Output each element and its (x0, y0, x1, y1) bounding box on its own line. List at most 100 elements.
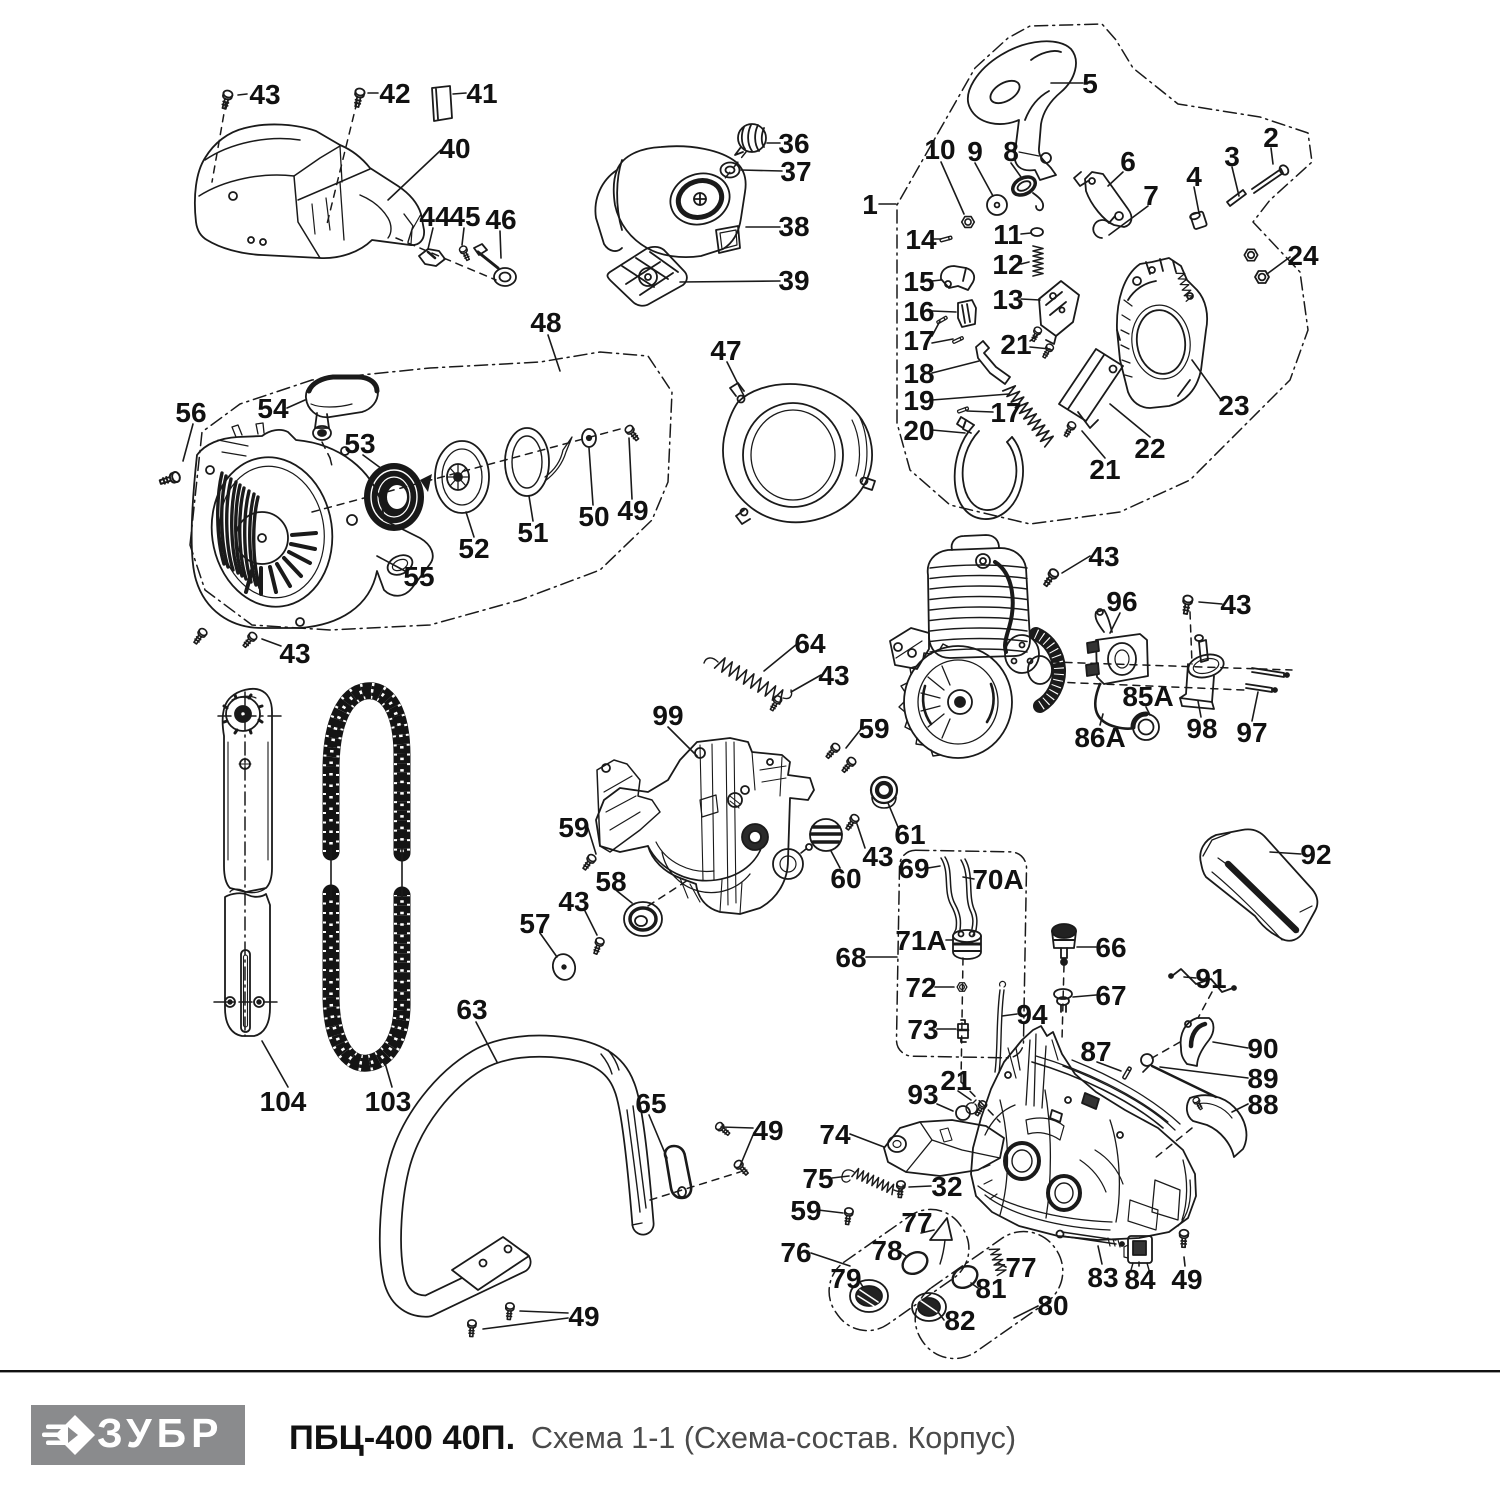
svg-text:21: 21 (940, 1065, 971, 1096)
svg-text:32: 32 (931, 1171, 962, 1202)
svg-text:44: 44 (419, 201, 451, 232)
svg-text:96: 96 (1106, 586, 1137, 617)
svg-text:67: 67 (1095, 980, 1126, 1011)
svg-text:14: 14 (905, 224, 937, 255)
svg-text:85A: 85A (1122, 681, 1173, 712)
svg-text:7: 7 (1143, 180, 1159, 211)
svg-text:69: 69 (898, 853, 929, 884)
svg-text:42: 42 (379, 78, 410, 109)
svg-text:47: 47 (710, 335, 741, 366)
svg-text:56: 56 (175, 397, 206, 428)
svg-text:81: 81 (975, 1273, 1006, 1304)
svg-text:64: 64 (794, 628, 826, 659)
svg-text:83: 83 (1087, 1262, 1118, 1293)
svg-text:80: 80 (1037, 1290, 1068, 1321)
svg-text:43: 43 (1220, 589, 1251, 620)
svg-text:1: 1 (862, 189, 878, 220)
svg-text:89: 89 (1247, 1063, 1278, 1094)
svg-text:58: 58 (595, 866, 626, 897)
svg-text:54: 54 (257, 393, 289, 424)
svg-text:13: 13 (992, 284, 1023, 315)
svg-text:43: 43 (279, 638, 310, 669)
svg-text:40: 40 (439, 133, 470, 164)
svg-text:43: 43 (1088, 541, 1119, 572)
svg-text:46: 46 (485, 204, 516, 235)
svg-text:49: 49 (617, 495, 648, 526)
svg-text:53: 53 (344, 428, 375, 459)
svg-text:88: 88 (1247, 1089, 1278, 1120)
svg-text:78: 78 (871, 1235, 902, 1266)
svg-text:8: 8 (1003, 136, 1019, 167)
svg-text:77: 77 (901, 1207, 932, 1238)
svg-text:57: 57 (519, 908, 550, 939)
svg-text:97: 97 (1236, 717, 1267, 748)
svg-text:49: 49 (1171, 1264, 1202, 1295)
svg-text:23: 23 (1218, 390, 1249, 421)
svg-text:19: 19 (903, 385, 934, 416)
svg-text:10: 10 (924, 134, 955, 165)
svg-text:59: 59 (790, 1195, 821, 1226)
svg-text:92: 92 (1300, 839, 1331, 870)
svg-text:49: 49 (752, 1115, 783, 1146)
svg-text:71A: 71A (895, 925, 946, 956)
svg-text:2: 2 (1263, 122, 1279, 153)
svg-text:82: 82 (944, 1305, 975, 1336)
svg-text:63: 63 (456, 994, 487, 1025)
svg-text:104: 104 (260, 1086, 307, 1117)
svg-text:79: 79 (830, 1263, 861, 1294)
svg-text:17: 17 (990, 397, 1021, 428)
svg-text:15: 15 (903, 266, 934, 297)
svg-text:66: 66 (1095, 932, 1126, 963)
svg-text:6: 6 (1120, 146, 1136, 177)
svg-text:51: 51 (517, 517, 548, 548)
svg-text:38: 38 (778, 211, 809, 242)
svg-text:37: 37 (780, 156, 811, 187)
svg-text:61: 61 (894, 819, 925, 850)
svg-text:ЗУБР: ЗУБР (97, 1410, 223, 1456)
svg-text:52: 52 (458, 533, 489, 564)
svg-text:65: 65 (635, 1088, 666, 1119)
svg-text:86A: 86A (1074, 722, 1125, 753)
svg-text:68: 68 (835, 942, 866, 973)
svg-text:87: 87 (1080, 1036, 1111, 1067)
svg-text:41: 41 (466, 78, 497, 109)
svg-text:75: 75 (802, 1163, 833, 1194)
svg-text:17: 17 (903, 325, 934, 356)
svg-text:98: 98 (1186, 713, 1217, 744)
svg-text:18: 18 (903, 358, 934, 389)
svg-text:21: 21 (1000, 329, 1031, 360)
svg-text:9: 9 (967, 136, 983, 167)
svg-text:Схема 1-1 (Схема-состав. Корпу: Схема 1-1 (Схема-состав. Корпус) (531, 1421, 1016, 1455)
svg-text:5: 5 (1082, 68, 1098, 99)
svg-text:77: 77 (1005, 1252, 1036, 1283)
svg-text:45: 45 (449, 201, 480, 232)
svg-text:60: 60 (830, 863, 861, 894)
svg-text:3: 3 (1224, 141, 1240, 172)
svg-text:43: 43 (558, 886, 589, 917)
svg-text:84: 84 (1124, 1264, 1156, 1295)
svg-text:20: 20 (903, 415, 934, 446)
svg-text:90: 90 (1247, 1033, 1278, 1064)
svg-text:103: 103 (365, 1086, 412, 1117)
svg-text:11: 11 (993, 219, 1023, 250)
svg-text:21: 21 (1089, 454, 1120, 485)
svg-text:4: 4 (1186, 161, 1202, 192)
svg-text:93: 93 (907, 1079, 938, 1110)
svg-text:74: 74 (819, 1119, 851, 1150)
svg-text:36: 36 (778, 128, 809, 159)
svg-text:16: 16 (903, 296, 934, 327)
svg-text:50: 50 (578, 501, 609, 532)
svg-text:12: 12 (992, 249, 1023, 280)
svg-text:59: 59 (558, 812, 589, 843)
svg-text:55: 55 (403, 561, 434, 592)
svg-text:91: 91 (1195, 963, 1226, 994)
svg-text:94: 94 (1016, 999, 1048, 1030)
svg-text:59: 59 (858, 713, 889, 744)
svg-text:43: 43 (862, 841, 893, 872)
svg-text:48: 48 (530, 307, 561, 338)
svg-text:99: 99 (652, 700, 683, 731)
svg-text:43: 43 (818, 660, 849, 691)
svg-text:72: 72 (905, 972, 936, 1003)
svg-text:73: 73 (907, 1014, 938, 1045)
svg-text:70A: 70A (972, 864, 1023, 895)
